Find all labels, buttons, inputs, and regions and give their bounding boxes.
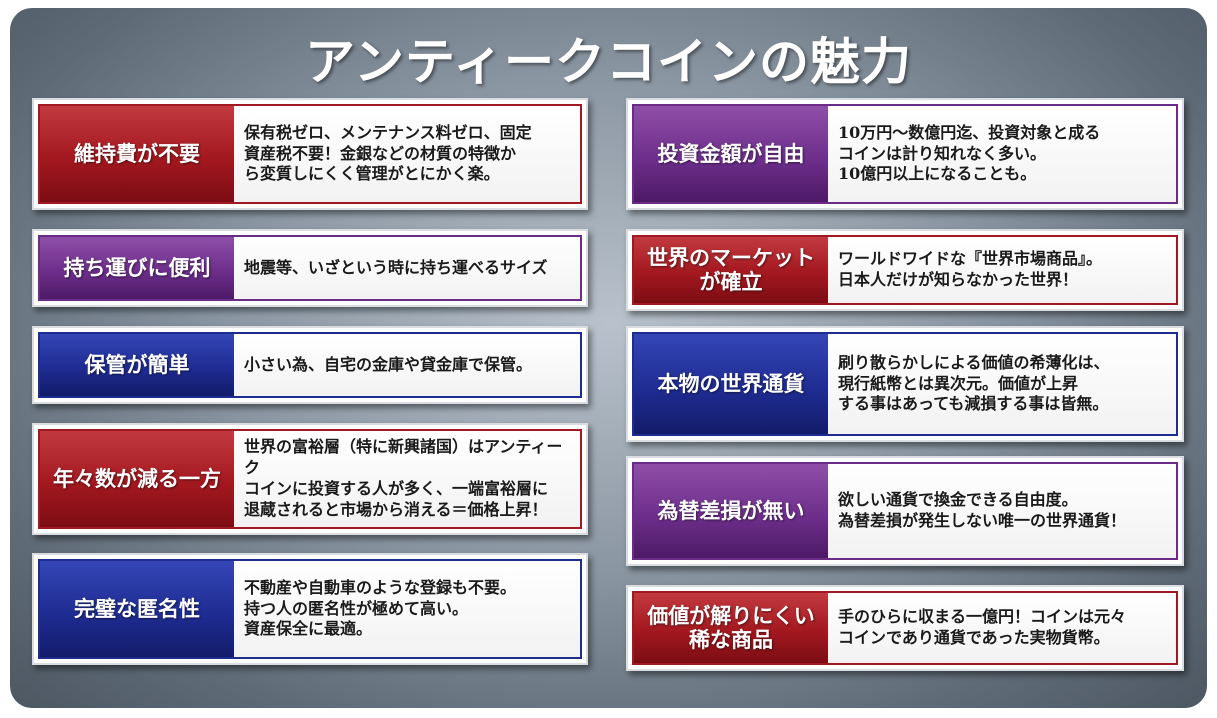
feature-label: 世界のマーケット が確立 bbox=[634, 237, 828, 303]
feature-card-scarcity: 年々数が減る一方 世界の富裕層（特に新興諸国）はアンティーク コインに投資する人… bbox=[32, 423, 588, 535]
feature-label: 持ち運びに便利 bbox=[40, 237, 234, 299]
feature-description: 手のひらに収まる一億円！コインは元々 コインであり通貨であった実物貨幣。 bbox=[838, 607, 1127, 647]
feature-card-frame: 保管が簡単 小さい為、自宅の金庫や貸金庫で保管。 bbox=[38, 332, 582, 398]
feature-label: 維持費が不要 bbox=[40, 106, 234, 202]
feature-description: 保有税ゼロ、メンテナンス料ゼロ、固定 資産税不要！金銀などの材質の特徴か ら変質… bbox=[244, 122, 532, 184]
feature-card-frame: 本物の世界通貨 刷り散らかしによる価値の希薄化は、 現行紙幣とは異次元。価値が上… bbox=[632, 332, 1178, 436]
feature-card-investment: 投資金額が自由 10万円〜数億円迄、投資対象と成る コインは計り知れなく多い。 … bbox=[626, 98, 1184, 210]
feature-card-frame: 持ち運びに便利 地震等、いざという時に持ち運べるサイズ bbox=[38, 235, 582, 301]
page-title: アンティークコインの魅力 bbox=[305, 32, 912, 91]
feature-description: 地震等、いざという時に持ち運べるサイズ bbox=[244, 257, 548, 277]
feature-card-frame: 年々数が減る一方 世界の富裕層（特に新興諸国）はアンティーク コインに投資する人… bbox=[38, 429, 582, 529]
feature-description: 刷り散らかしによる価値の希薄化は、 現行紙幣とは異次元。価値が上昇 する事はあっ… bbox=[838, 352, 1110, 414]
infographic-board: アンティークコインの魅力 維持費が不要 保有税ゼロ、メンテナンス料ゼロ、固定 資… bbox=[10, 8, 1207, 708]
feature-card-frame: 維持費が不要 保有税ゼロ、メンテナンス料ゼロ、固定 資産税不要！金銀などの材質の… bbox=[38, 104, 582, 204]
feature-card-frame: 世界のマーケット が確立 ワールドワイドな『世界市場商品』。 日本人だけが知らな… bbox=[632, 235, 1178, 305]
feature-label: 本物の世界通貨 bbox=[634, 334, 828, 434]
feature-description: ワールドワイドな『世界市場商品』。 日本人だけが知らなかった世界！ bbox=[838, 249, 1103, 289]
feature-card-frame: 為替差損が無い 欲しい通貨で換金できる自由度。 為替差損が発生しない唯一の世界通… bbox=[632, 462, 1178, 560]
feature-description: 10万円〜数億円迄、投資対象と成る コインは計り知れなく多い。 10億円以上にな… bbox=[838, 122, 1101, 184]
feature-label: 価値が解りにくい 稀な商品 bbox=[634, 593, 828, 663]
feature-description: 不動産や自動車のような登録も不要。 持つ人の匿名性が極めて高い。 資産保全に最適… bbox=[244, 577, 517, 639]
feature-description: 欲しい通貨で換金できる自由度。 為替差損が発生しない唯一の世界通貨！ bbox=[838, 490, 1127, 530]
feature-card-world-currency: 本物の世界通貨 刷り散らかしによる価値の希薄化は、 現行紙幣とは異次元。価値が上… bbox=[626, 326, 1184, 442]
feature-card-anonymity: 完璧な匿名性 不動産や自動車のような登録も不要。 持つ人の匿名性が極めて高い。 … bbox=[32, 553, 588, 665]
feature-label: 保管が簡単 bbox=[40, 334, 234, 396]
feature-label: 投資金額が自由 bbox=[634, 106, 828, 202]
feature-card-frame: 投資金額が自由 10万円〜数億円迄、投資対象と成る コインは計り知れなく多い。 … bbox=[632, 104, 1178, 204]
feature-description: 世界の富裕層（特に新興諸国）はアンティーク コインに投資する人が多く、一端富裕層… bbox=[244, 437, 563, 519]
feature-card-frame: 完璧な匿名性 不動産や自動車のような登録も不要。 持つ人の匿名性が極めて高い。 … bbox=[38, 559, 582, 659]
feature-label: 為替差損が無い bbox=[634, 464, 828, 558]
feature-card-frame: 価値が解りにくい 稀な商品 手のひらに収まる一億円！コインは元々 コインであり通… bbox=[632, 591, 1178, 665]
feature-card-market: 世界のマーケット が確立 ワールドワイドな『世界市場商品』。 日本人だけが知らな… bbox=[626, 229, 1184, 311]
feature-label: 完璧な匿名性 bbox=[40, 561, 234, 657]
feature-label: 年々数が減る一方 bbox=[40, 431, 234, 527]
feature-card-storage: 保管が簡単 小さい為、自宅の金庫や貸金庫で保管。 bbox=[32, 326, 588, 404]
feature-description: 小さい為、自宅の金庫や貸金庫で保管。 bbox=[244, 354, 533, 374]
feature-card-portable: 持ち運びに便利 地震等、いざという時に持ち運べるサイズ bbox=[32, 229, 588, 307]
feature-card-maintenance: 維持費が不要 保有税ゼロ、メンテナンス料ゼロ、固定 資産税不要！金銀などの材質の… bbox=[32, 98, 588, 210]
feature-card-rare-goods: 価値が解りにくい 稀な商品 手のひらに収まる一億円！コインは元々 コインであり通… bbox=[626, 585, 1184, 671]
feature-card-exchange: 為替差損が無い 欲しい通貨で換金できる自由度。 為替差損が発生しない唯一の世界通… bbox=[626, 456, 1184, 566]
